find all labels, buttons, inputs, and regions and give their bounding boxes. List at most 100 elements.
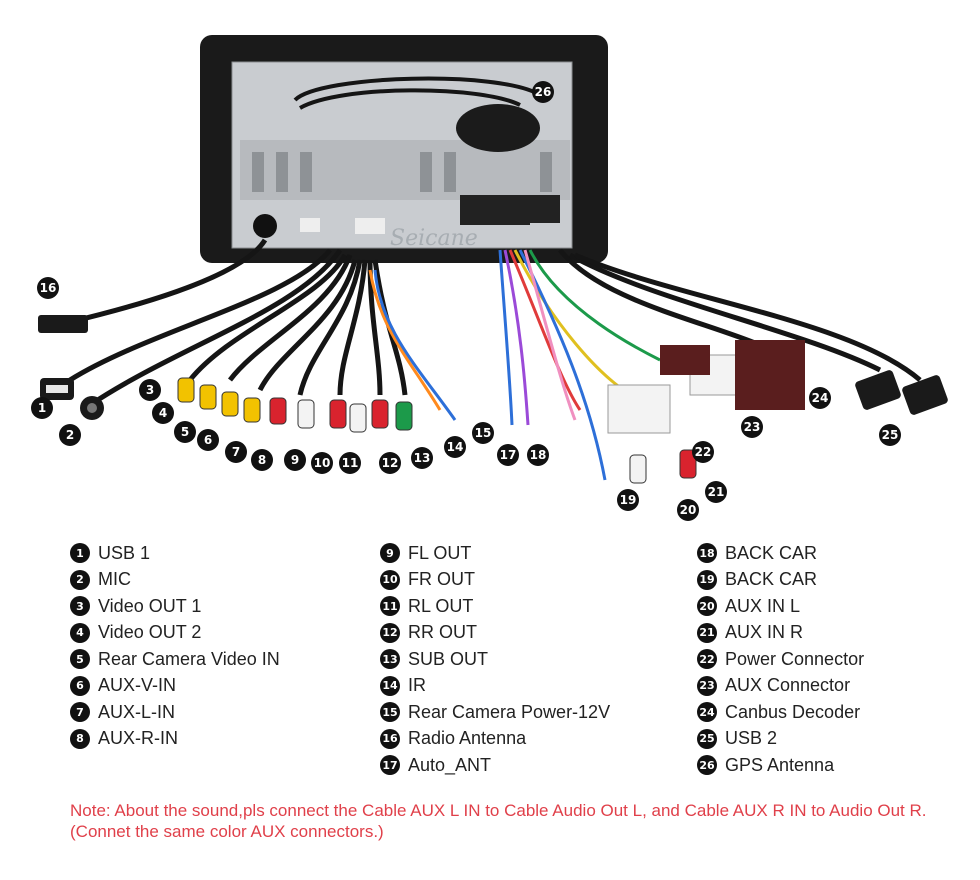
diagram-marker-12: 12 <box>379 452 401 474</box>
svg-text:19: 19 <box>620 493 637 507</box>
diagram-marker-6: 6 <box>197 429 219 451</box>
legend-label: BACK CAR <box>725 542 818 563</box>
svg-text:7: 7 <box>232 445 240 459</box>
svg-text:14: 14 <box>447 440 464 454</box>
legend-item: 16 Radio Antenna <box>380 726 610 753</box>
number-badge: 13 <box>380 649 400 670</box>
diagram-marker-3: 3 <box>139 379 161 401</box>
usb2-connectors <box>855 370 948 415</box>
svg-text:10: 10 <box>314 456 331 470</box>
number-badge: 26 <box>697 755 717 776</box>
number-badge: 18 <box>697 543 717 564</box>
legend-label: AUX Connector <box>725 675 851 696</box>
svg-text:17: 17 <box>500 448 517 462</box>
svg-text:20: 20 <box>680 503 697 517</box>
legend-label: AUX-V-IN <box>98 675 177 696</box>
legend-label: FL OUT <box>408 542 472 563</box>
legend-item: 19 BACK CAR <box>697 567 864 594</box>
diagram-marker-21: 21 <box>705 481 727 503</box>
diagram-marker-22: 22 <box>692 441 714 463</box>
number-badge: 9 <box>380 543 400 564</box>
svg-text:4: 4 <box>159 406 167 420</box>
diagram-marker-4: 4 <box>152 402 174 424</box>
svg-text:11: 11 <box>342 456 359 470</box>
legend-item: 9 FL OUT <box>380 540 610 567</box>
diagram-marker-26: 26 <box>532 81 554 103</box>
legend-label: AUX-R-IN <box>98 728 178 749</box>
number-badge: 11 <box>380 596 400 617</box>
svg-text:2: 2 <box>66 428 74 442</box>
diagram-marker-11: 11 <box>339 452 361 474</box>
power-connectors <box>607 340 805 434</box>
legend-label: Radio Antenna <box>408 728 527 749</box>
diagram-marker-19: 19 <box>617 489 639 511</box>
number-badge: 22 <box>697 649 717 670</box>
number-badge: 1 <box>70 543 90 564</box>
legend-label: IR <box>408 675 426 696</box>
diagram-marker-9: 9 <box>284 449 306 471</box>
diagram-marker-8: 8 <box>251 449 273 471</box>
legend-item: 17 Auto_ANT <box>380 752 610 779</box>
legend-label: Canbus Decoder <box>725 701 861 722</box>
diagram-marker-20: 20 <box>677 499 699 521</box>
number-badge: 21 <box>697 622 717 643</box>
number-badge: 5 <box>70 649 90 670</box>
legend-item: 11 RL OUT <box>380 593 610 620</box>
diagram-marker-25: 25 <box>879 424 901 446</box>
svg-text:6: 6 <box>204 433 212 447</box>
number-badge: 19 <box>697 569 717 590</box>
svg-text:9: 9 <box>291 453 299 467</box>
svg-text:13: 13 <box>414 451 431 465</box>
diagram-marker-1: 1 <box>31 397 53 419</box>
legend-item: 22 Power Connector <box>697 646 864 673</box>
svg-text:18: 18 <box>530 448 547 462</box>
svg-text:5: 5 <box>181 425 189 439</box>
wiring-diagram: Seicane <box>31 35 948 521</box>
legend-label: Rear Camera Video IN <box>98 648 280 669</box>
number-badge: 24 <box>697 702 717 723</box>
head-unit: Seicane <box>200 35 608 263</box>
diagram-marker-16: 16 <box>37 277 59 299</box>
legend-label: RL OUT <box>408 595 474 616</box>
svg-text:22: 22 <box>695 445 712 459</box>
number-badge: 16 <box>380 728 400 749</box>
diagram-marker-14: 14 <box>444 436 466 458</box>
svg-text:21: 21 <box>708 485 725 499</box>
legend-label: Power Connector <box>725 648 865 669</box>
number-badge: 2 <box>70 569 90 590</box>
legend-label: Video OUT 1 <box>98 595 202 616</box>
svg-text:3: 3 <box>146 383 154 397</box>
svg-text:26: 26 <box>535 85 552 99</box>
legend-item: 18 BACK CAR <box>697 540 864 567</box>
svg-text:24: 24 <box>812 391 829 405</box>
legend-label: Video OUT 2 <box>98 622 202 643</box>
gps-antenna <box>293 76 542 152</box>
legend-label: AUX-L-IN <box>98 701 176 722</box>
number-badge: 12 <box>380 622 400 643</box>
number-badge: 3 <box>70 596 90 617</box>
svg-text:23: 23 <box>744 420 761 434</box>
diagram-marker-13: 13 <box>411 447 433 469</box>
legend-item: 24 Canbus Decoder <box>697 699 864 726</box>
number-badge: 17 <box>380 755 400 776</box>
diagram-marker-24: 24 <box>809 387 831 409</box>
diagram-marker-18: 18 <box>527 444 549 466</box>
legend-label: BACK CAR <box>725 569 818 590</box>
svg-text:8: 8 <box>258 453 266 467</box>
legend-label: Auto_ANT <box>408 754 492 775</box>
diagram-marker-2: 2 <box>59 424 81 446</box>
diagram-marker-23: 23 <box>741 416 763 438</box>
number-badge: 20 <box>697 596 717 617</box>
